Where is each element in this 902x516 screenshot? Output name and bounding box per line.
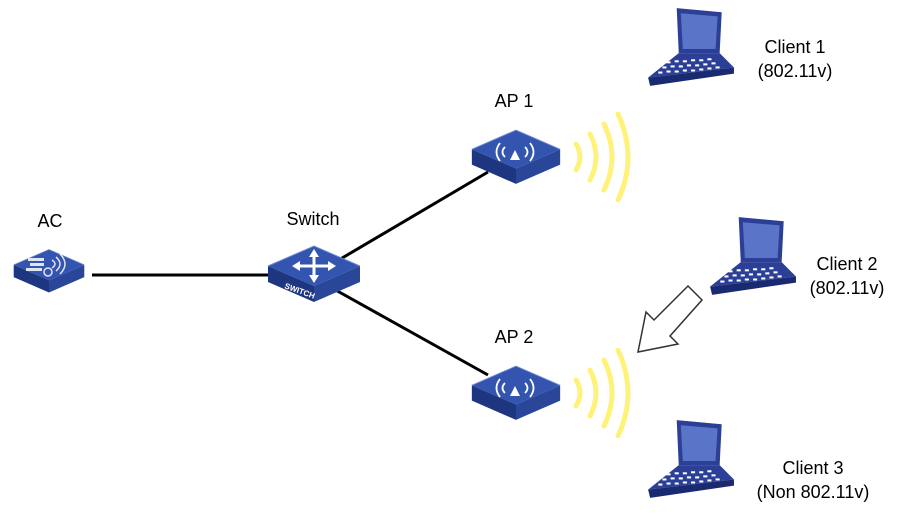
ap1-wave-icon [576, 114, 628, 200]
ap1-access-point-icon[interactable] [471, 129, 561, 185]
client3-name: Client 3 [782, 458, 844, 478]
client1-laptop-icon[interactable] [648, 8, 734, 86]
ap1-label: AP 1 [494, 91, 534, 111]
client2-detail: (802.11v) [809, 278, 885, 298]
ac-controller-icon[interactable] [13, 249, 85, 293]
client3-detail: (Non 802.11v) [756, 482, 870, 502]
ac-label: AC [37, 211, 63, 231]
client2-laptop-icon[interactable] [710, 217, 796, 295]
client1-name: Client 1 [764, 37, 826, 57]
ap2-access-point-icon[interactable] [471, 365, 561, 421]
switch-label: Switch [286, 209, 340, 229]
client2-name: Client 2 [816, 254, 878, 274]
roam-arrow-icon [637, 284, 704, 353]
client3-laptop-icon[interactable] [648, 420, 734, 498]
ap2-label: AP 2 [494, 327, 534, 347]
client1-detail: (802.11v) [757, 61, 833, 81]
ap2-wave-icon [576, 350, 628, 436]
link-switch-ap2 [331, 286, 489, 377]
link-switch-ap1 [331, 170, 489, 266]
